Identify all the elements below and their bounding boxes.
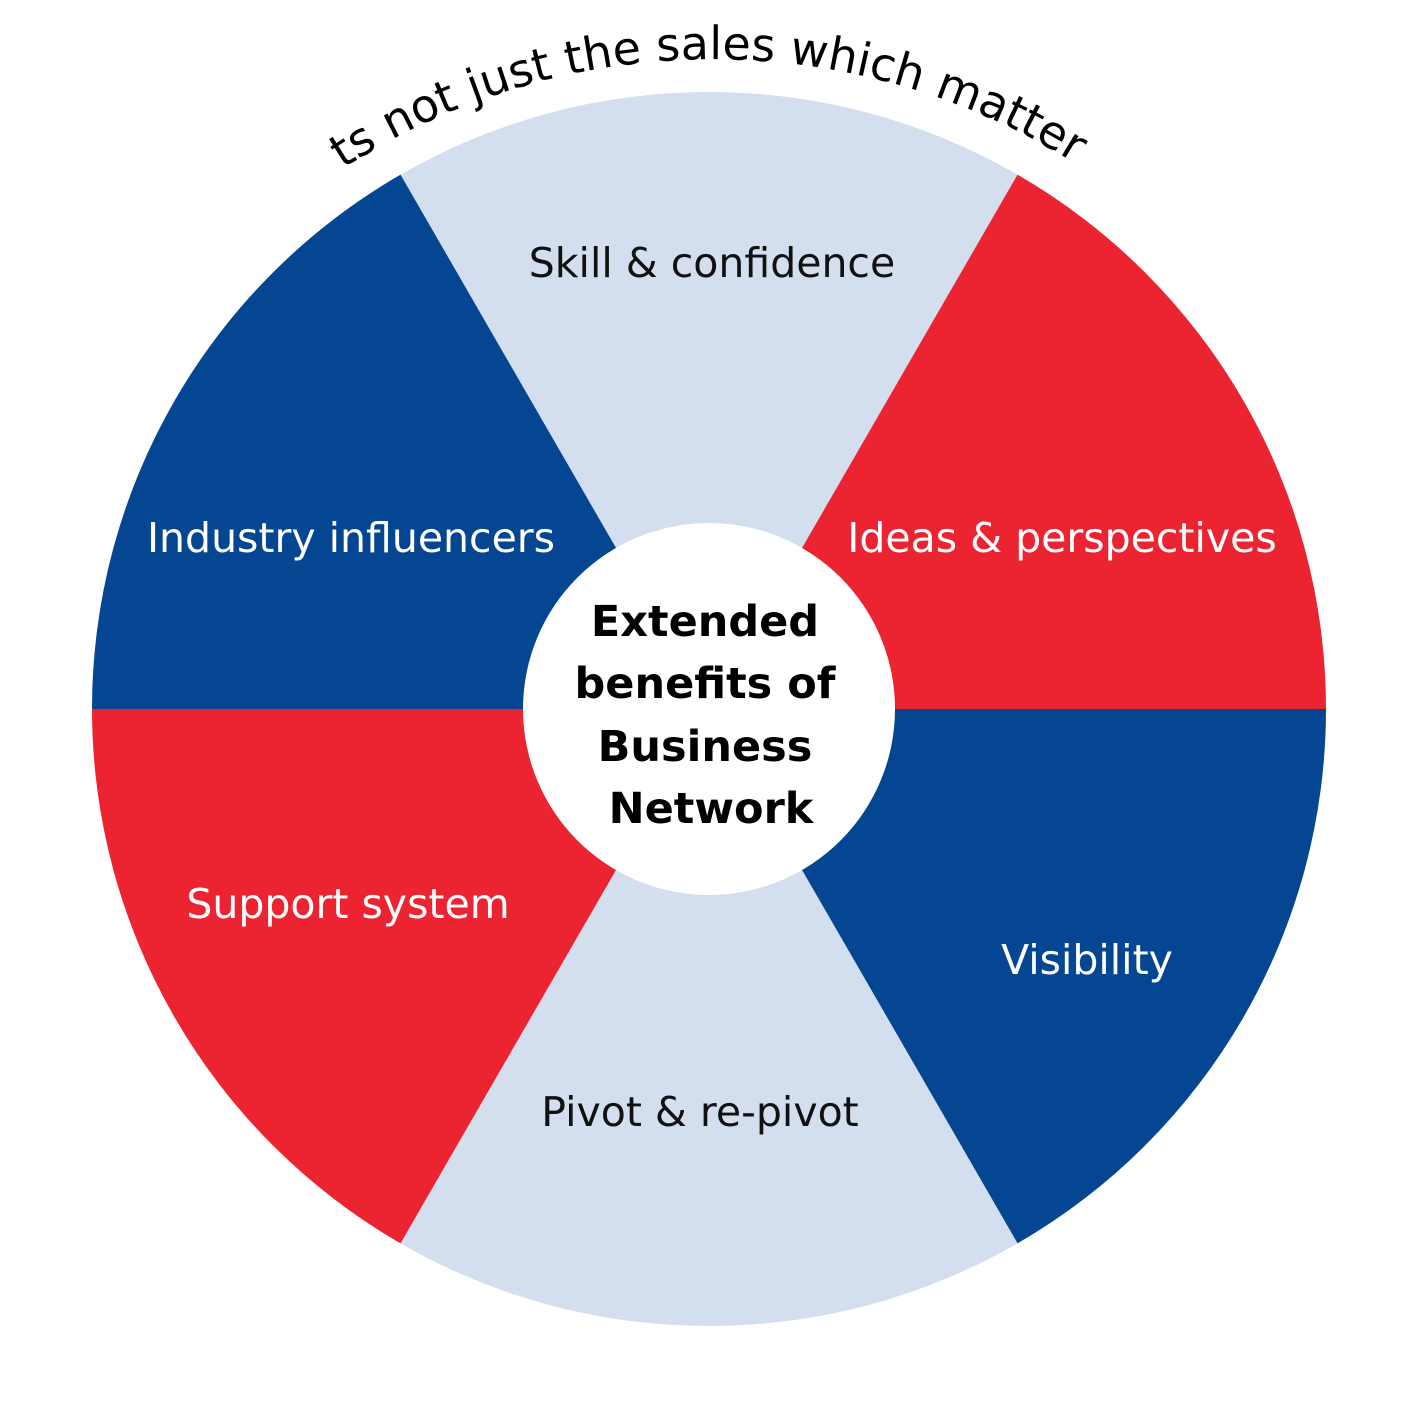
center-line-4: Network <box>609 784 815 834</box>
segment-industry-influencers <box>92 174 709 709</box>
center-circle <box>523 523 895 895</box>
segment-support-system <box>92 709 709 1244</box>
segment-ideas-perspectives <box>709 174 1326 709</box>
center-line-1: Extended <box>591 597 819 647</box>
label-industry-influencers: Industry influencers <box>147 514 555 562</box>
wheel-segments <box>92 91 1326 1327</box>
segment-visibility <box>709 709 1326 1244</box>
segment-pivot-repivot <box>400 709 1018 1327</box>
wheel-labels: Skill & confidence Ideas & perspectives … <box>147 239 1277 1136</box>
center-line-3: Business <box>598 722 813 772</box>
label-visibility: Visibility <box>1001 936 1173 984</box>
label-skill-confidence: Skill & confidence <box>529 239 895 287</box>
label-ideas-perspectives: Ideas & perspectives <box>847 514 1276 562</box>
label-support-system: Support system <box>186 880 509 928</box>
center-title: Extended benefits of Business Network <box>575 597 837 834</box>
label-pivot-repivot: Pivot & re-pivot <box>541 1088 859 1136</box>
center-line-2: benefits of <box>575 659 837 709</box>
segment-skill-confidence <box>400 91 1018 709</box>
